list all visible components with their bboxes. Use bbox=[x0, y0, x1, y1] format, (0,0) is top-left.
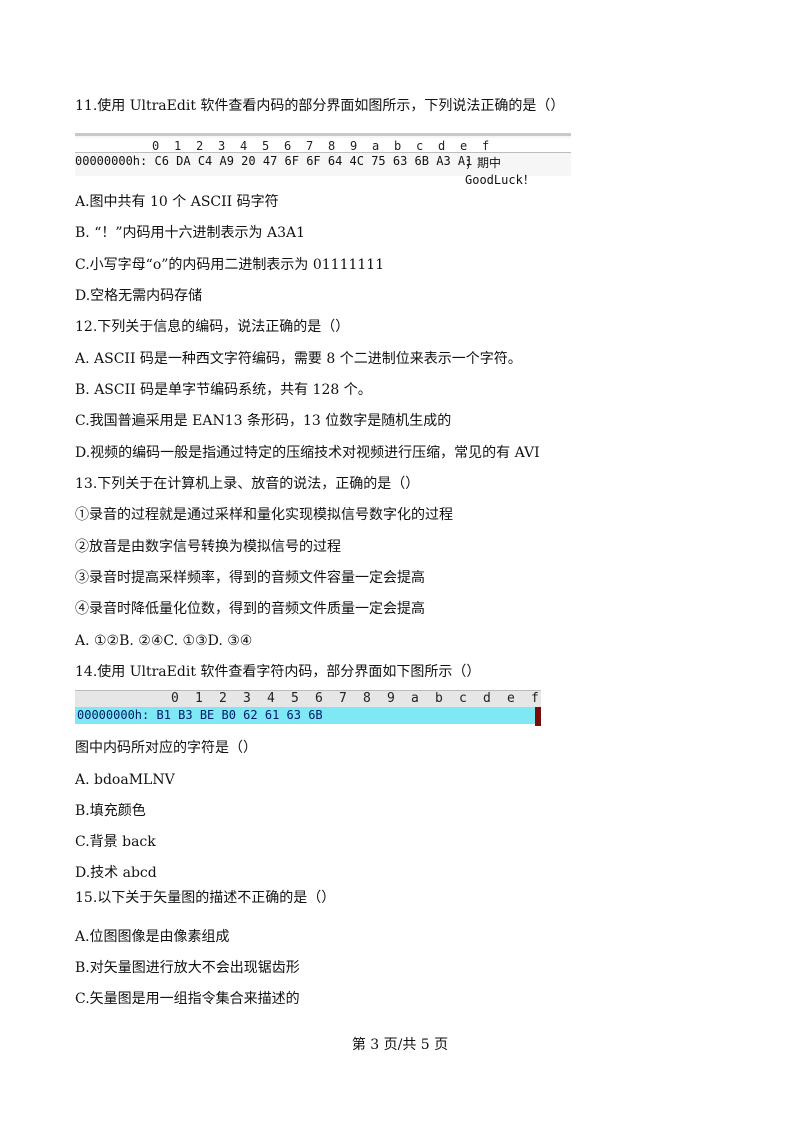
hex-col: 3 bbox=[218, 139, 226, 153]
hex-col: d bbox=[438, 139, 446, 153]
hex-col: b bbox=[394, 139, 402, 153]
hex-text-column: ；期中 GoodLuck！ bbox=[465, 156, 535, 187]
hex-data-row: 00000000h: B1 B3 BE B0 62 61 63 6B bbox=[77, 708, 323, 722]
q15-stem: 15.以下关于矢量图的描述不正确的是（） bbox=[75, 890, 336, 906]
hex-col: 7 bbox=[339, 691, 347, 706]
q14-option-a: A. bdoaMLNV bbox=[75, 772, 175, 788]
hex-col: 0 bbox=[152, 139, 160, 153]
page-footer: 第 3 页/共 5 页 bbox=[351, 1037, 449, 1053]
hex-column-header: 0 1 2 3 4 5 6 7 8 9 a b c d e f bbox=[75, 138, 571, 153]
q11-option-c: C.小写字母“o”的内码用二进制表示为 01111111 bbox=[75, 257, 385, 273]
q14-hex-editor-view: 0 1 2 3 4 5 6 7 8 9 a b c d e f 00000000… bbox=[75, 690, 541, 726]
hex-col: 1 bbox=[195, 691, 203, 706]
hex-row-highlight bbox=[75, 707, 535, 724]
q11-hex-editor-view: 0 1 2 3 4 5 6 7 8 9 a b c d e f 00000000… bbox=[75, 133, 571, 187]
hex-col: 8 bbox=[363, 691, 371, 706]
hex-scrollbar-edge bbox=[535, 707, 541, 726]
q11-option-b: B. “！”内码用十六进制表示为 A3A1 bbox=[75, 225, 305, 241]
hex-col: 7 bbox=[306, 139, 314, 153]
hex-col: e bbox=[507, 691, 515, 706]
q15-option-b: B.对矢量图进行放大不会出现锯齿形 bbox=[75, 960, 300, 976]
hex-col: 6 bbox=[284, 139, 292, 153]
hex-data-row: 00000000h: C6 DA C4 A9 20 47 6F 6F 64 4C… bbox=[75, 154, 473, 168]
hex-col: e bbox=[460, 139, 468, 153]
hex-col: 2 bbox=[196, 139, 204, 153]
hex-col: c bbox=[459, 691, 467, 706]
hex-col: 5 bbox=[291, 691, 299, 706]
hex-col: c bbox=[416, 139, 424, 153]
hex-col: 6 bbox=[315, 691, 323, 706]
q12-stem: 12.下列关于信息的编码，说法正确的是（） bbox=[75, 319, 350, 335]
hex-col: 0 bbox=[171, 691, 179, 706]
q12-option-b: B. ASCII 码是单字节编码系统，共有 128 个。 bbox=[75, 382, 372, 398]
q11-stem: 11.使用 UltraEdit 软件查看内码的部分界面如图所示，下列说法正确的是… bbox=[75, 98, 565, 114]
q14-option-d: D.技术 abcd bbox=[75, 865, 157, 881]
hex-col: 2 bbox=[219, 691, 227, 706]
q13-statement-1: ①录音的过程就是通过采样和量化实现模拟信号数字化的过程 bbox=[75, 507, 453, 523]
hex-col: 1 bbox=[174, 139, 182, 153]
q13-options: A. ①②B. ②④C. ①③D. ③④ bbox=[75, 633, 253, 649]
q11-option-d: D.空格无需内码存储 bbox=[75, 288, 203, 304]
hex-col: f bbox=[531, 691, 539, 706]
q13-stem: 13.下列关于在计算机上录、放音的说法，正确的是（） bbox=[75, 476, 420, 492]
hex-column-header: 0 1 2 3 4 5 6 7 8 9 a b c d e f bbox=[75, 690, 541, 707]
q13-statement-2: ②放音是由数字信号转换为模拟信号的过程 bbox=[75, 539, 341, 555]
q12-option-d: D.视频的编码一般是指通过特定的压缩技术对视频进行压缩，常见的有 AVI bbox=[75, 445, 540, 461]
q14-option-c: C.背景 back bbox=[75, 834, 156, 850]
hex-col: d bbox=[483, 691, 491, 706]
q15-option-a: A.位图图像是由像素组成 bbox=[75, 929, 230, 945]
hex-col: a bbox=[411, 691, 419, 706]
q13-statement-3: ③录音时提高采样频率，得到的音频文件容量一定会提高 bbox=[75, 570, 425, 586]
q15-option-c: C.矢量图是用一组指令集合来描述的 bbox=[75, 991, 300, 1007]
hex-col: 3 bbox=[243, 691, 251, 706]
q12-option-a: A. ASCII 码是一种西文字符编码，需要 8 个二进制位来表示一个字符。 bbox=[75, 351, 522, 367]
hex-col: 4 bbox=[267, 691, 275, 706]
hex-col: 8 bbox=[328, 139, 336, 153]
q14-stem: 14.使用 UltraEdit 软件查看字符内码，部分界面如下图所示（） bbox=[75, 664, 481, 680]
hex-col: a bbox=[372, 139, 380, 153]
q11-option-a: A.图中共有 10 个 ASCII 码字符 bbox=[75, 194, 279, 210]
hex-col: 4 bbox=[240, 139, 248, 153]
hex-col: 5 bbox=[262, 139, 270, 153]
q14-option-b: B.填充颜色 bbox=[75, 803, 146, 819]
hex-col: 9 bbox=[350, 139, 358, 153]
q12-option-c: C.我国普遍采用是 EAN13 条形码，13 位数字是随机生成的 bbox=[75, 413, 452, 429]
q14-sub-stem: 图中内码所对应的字符是（） bbox=[75, 740, 257, 756]
hex-col: f bbox=[482, 139, 490, 153]
hex-col: 9 bbox=[387, 691, 395, 706]
hex-col: b bbox=[435, 691, 443, 706]
q13-statement-4: ④录音时降低量化位数，得到的音频文件质量一定会提高 bbox=[75, 601, 425, 617]
